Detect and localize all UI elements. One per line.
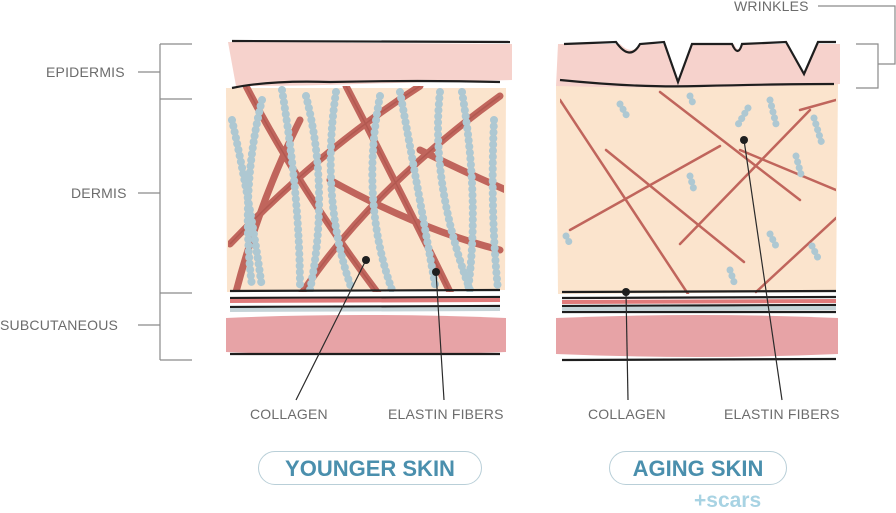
aging-subcutaneous-stripe-light [561,306,837,311]
aging-subcutaneous-layer [556,315,838,357]
aging-collagen-label: COLLAGEN [588,406,666,422]
young-epidermis-layer [228,42,512,86]
dermis-label: DERMIS [71,185,127,201]
young-subcutaneous-layer [226,315,506,355]
subcutaneous-label: SUBCUTANEOUS [0,317,119,333]
scars-badge: +scars [694,489,762,512]
layer-brackets [138,43,192,361]
aging-layer-lines [559,40,837,362]
aging-skin-surface-wrinkles [563,40,836,86]
leader-dots [362,136,748,296]
aging-subcutaneous-stripe [561,299,837,304]
wrinkles-bracket [818,5,896,89]
aging-collagen-fibers [560,90,836,294]
aging-epidermis-layer [556,44,840,88]
aging-skin-title: AGING SKIN [609,451,787,485]
younger-skin-title: YOUNGER SKIN [258,451,482,485]
leader-lines [295,139,783,401]
young-collagen-label: COLLAGEN [250,406,328,422]
young-subcutaneous-stripe [229,298,501,303]
young-elastin-fibers [228,86,502,292]
epidermis-label: EPIDERMIS [46,64,125,80]
wrinkles-label: WRINKLES [734,0,809,14]
young-layer-lines [229,39,511,356]
aging-dermis-layer [556,84,838,294]
young-subcutaneous-stripe-light [229,307,501,312]
young-elastin-label: ELASTIN FIBERS [388,406,504,422]
aging-skin-panel [556,40,840,362]
young-skin-panel [226,39,512,356]
aging-elastin-fragments [562,92,826,286]
aging-elastin-label: ELASTIN FIBERS [724,406,840,422]
